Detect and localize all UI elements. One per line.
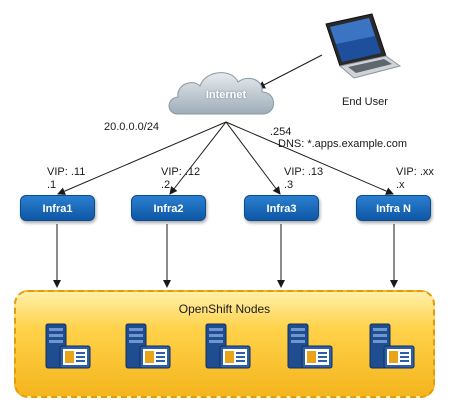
- infra1-ip-label: .1: [47, 179, 57, 191]
- infran-node: Infra N: [356, 195, 431, 221]
- infra2-ip-label: .2: [161, 179, 171, 191]
- cloud-icon: [168, 72, 274, 115]
- infra3-ip-label: .3: [284, 179, 294, 191]
- gateway-label: .254: [270, 126, 292, 138]
- infran-vip-label: VIP: .xx: [396, 166, 434, 178]
- infra3-node: Infra3: [244, 195, 319, 221]
- infran-ip-label: .x: [396, 179, 405, 191]
- internet-label: Internet: [205, 89, 247, 101]
- infra2-node: Infra2: [131, 195, 206, 221]
- internet-to-infra2-arrow: [169, 121, 227, 195]
- internet-to-infra1-arrow: [57, 121, 227, 195]
- laptop-icon: [325, 13, 402, 79]
- server-icon: [204, 322, 254, 374]
- infra3-vip-label: VIP: .13: [284, 166, 324, 178]
- server-icon: [368, 322, 418, 374]
- openshift-nodes-panel: OpenShift Nodes: [14, 290, 435, 398]
- user-to-internet-arrow: [257, 54, 323, 89]
- internet-to-infra3-arrow: [225, 121, 281, 195]
- end-user-label: End User: [342, 96, 388, 108]
- internet-to-infran-arrow: [225, 121, 394, 195]
- server-icon: [286, 322, 336, 374]
- server-icon: [44, 322, 94, 374]
- infra2-vip-label: VIP: .12: [161, 166, 201, 178]
- subnet-label: 20.0.0.0/24: [104, 121, 160, 133]
- openshift-nodes-title: OpenShift Nodes: [178, 302, 271, 316]
- infra1-vip-label: VIP: .11: [47, 166, 86, 178]
- server-icon: [124, 322, 174, 374]
- infra1-node: Infra1: [20, 195, 95, 221]
- dns-label: DNS: *.apps.example.com: [278, 138, 407, 150]
